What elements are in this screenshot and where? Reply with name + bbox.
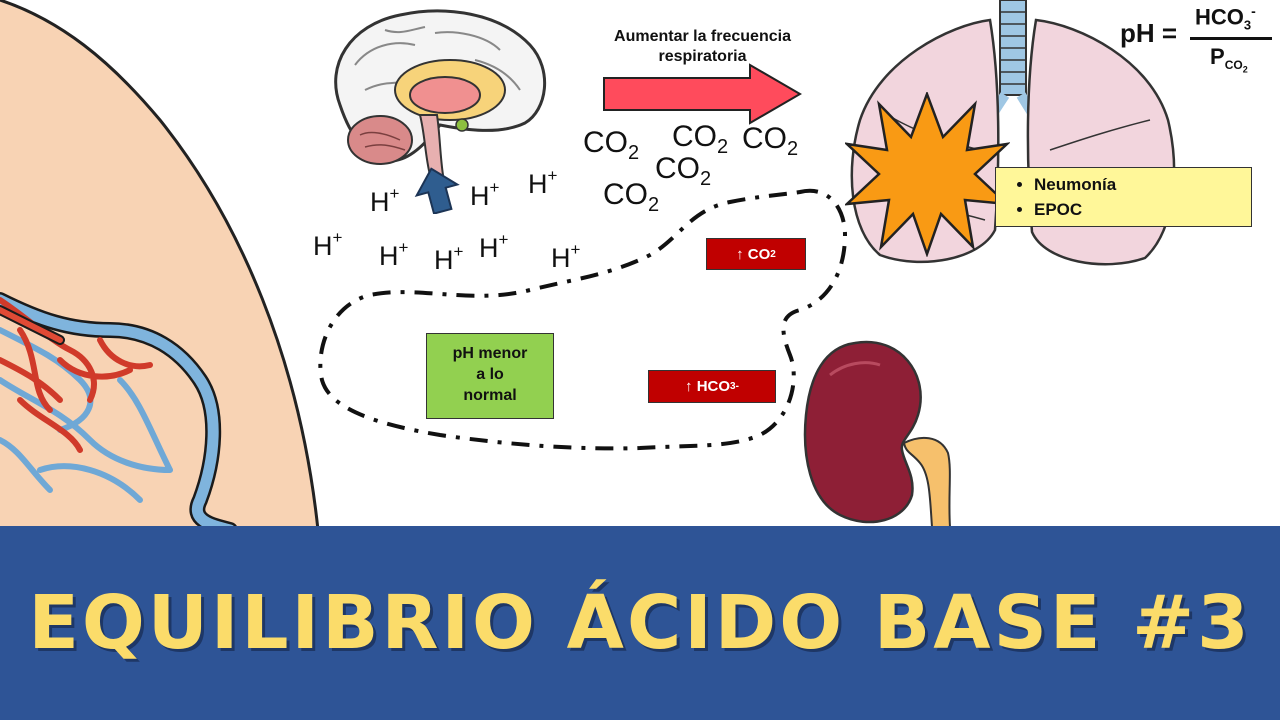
arrow-caption: Aumentar la frecuencia respiratoria [560,27,845,67]
co2-sub: 2 [787,138,799,160]
co2-base: CO [672,120,717,153]
h-ion-base: H [479,233,499,263]
h-ion-base: H [551,243,571,273]
h-ion-label: H+ [434,242,464,276]
co2-sub: 2 [628,142,640,164]
arrow-caption-line1: Aumentar la frecuencia [614,28,791,45]
denominator-base: P [1210,44,1225,69]
kidney-icon [803,340,952,528]
h-ion-sup: + [398,238,409,257]
h-ion-sup: + [547,166,558,185]
h-ion-label: H+ [370,184,400,218]
ph-status-box: pH menor a lo normal [426,333,554,419]
hco3-increase-sub: 3 [730,381,736,392]
ph-status-line3: normal [463,387,517,404]
numerator-sub: 3 [1243,17,1252,33]
co2-base: CO [583,126,628,159]
up-arrow-icon [414,167,460,214]
h-ion-base: H [434,245,454,275]
h-ion-base: H [470,181,490,211]
h-ion-label: H+ [313,228,343,262]
blood-vessels-icon [0,292,238,530]
numerator-sup: - [1251,3,1256,19]
ph-status-line1: pH menor [452,345,528,362]
h-ion-sup: + [332,228,343,247]
skin-tissue-illustration [0,0,320,530]
ph-formula-denominator: PCO2 [1210,44,1248,75]
h-ion-sup: + [489,178,500,197]
fraction-bar [1190,37,1272,40]
co2-label: CO2 [603,178,659,217]
denominator-sub-co: CO [1224,58,1243,73]
banner-title: EQUILIBRIO ÁCIDO BASE #3 [28,580,1252,666]
h-ion-base: H [313,231,333,261]
co2-increase-text: CO [747,245,771,263]
co2-increase-sub: 2 [770,248,776,260]
conditions-list: Neumonía EPOC [996,168,1251,222]
h-ion-label: H+ [528,166,558,200]
ph-formula-numerator: HCO3- [1195,3,1256,33]
co2-sub: 2 [717,136,729,158]
co2-label: CO2 [583,126,639,165]
ph-status-line2: a lo [476,366,504,383]
h-ion-sup: + [453,242,464,261]
hco3-increase-text: HCO [696,378,731,395]
co2-base: CO [603,178,648,211]
h-ion-label: H+ [479,230,509,264]
hco3-increase-sup: - [735,381,739,392]
h-ion-label: H+ [551,240,581,274]
denominator-sub-2: 2 [1242,64,1248,75]
conditions-box: Neumonía EPOC [995,167,1252,227]
arrow-caption-line2: respiratoria [658,48,747,65]
right-arrow-icon [603,63,802,125]
h-ion-sup: + [570,240,581,259]
brain-icon [334,9,547,176]
co2-sub: 2 [648,194,660,216]
increase-arrow: ↑ [736,245,744,263]
numerator-base: HCO [1195,4,1244,30]
inflammation-burst-icon [845,92,1010,257]
dashed-region-outline [318,188,848,451]
title-banner: EQUILIBRIO ÁCIDO BASE #3 [0,526,1280,720]
co2-base: CO [655,152,700,185]
co2-label: CO2 [655,152,711,191]
ph-formula-lhs: pH = [1120,18,1178,48]
h-ion-label: H+ [379,238,409,272]
co2-label: CO2 [672,120,728,159]
increase-arrow: ↑ [685,378,693,395]
h-ion-base: H [370,187,390,217]
h-ion-base: H [379,241,399,271]
condition-item: Neumonía [1034,172,1251,197]
h-ion-sup: + [498,230,509,249]
co2-label: CO2 [742,122,798,161]
h-ion-base: H [528,169,548,199]
co2-sub: 2 [700,168,712,190]
h-ion-sup: + [389,184,400,203]
condition-item: EPOC [1034,197,1251,222]
co2-base: CO [742,122,787,155]
denominator-sub: CO2 [1224,58,1248,75]
h-ion-label: H+ [470,178,500,212]
